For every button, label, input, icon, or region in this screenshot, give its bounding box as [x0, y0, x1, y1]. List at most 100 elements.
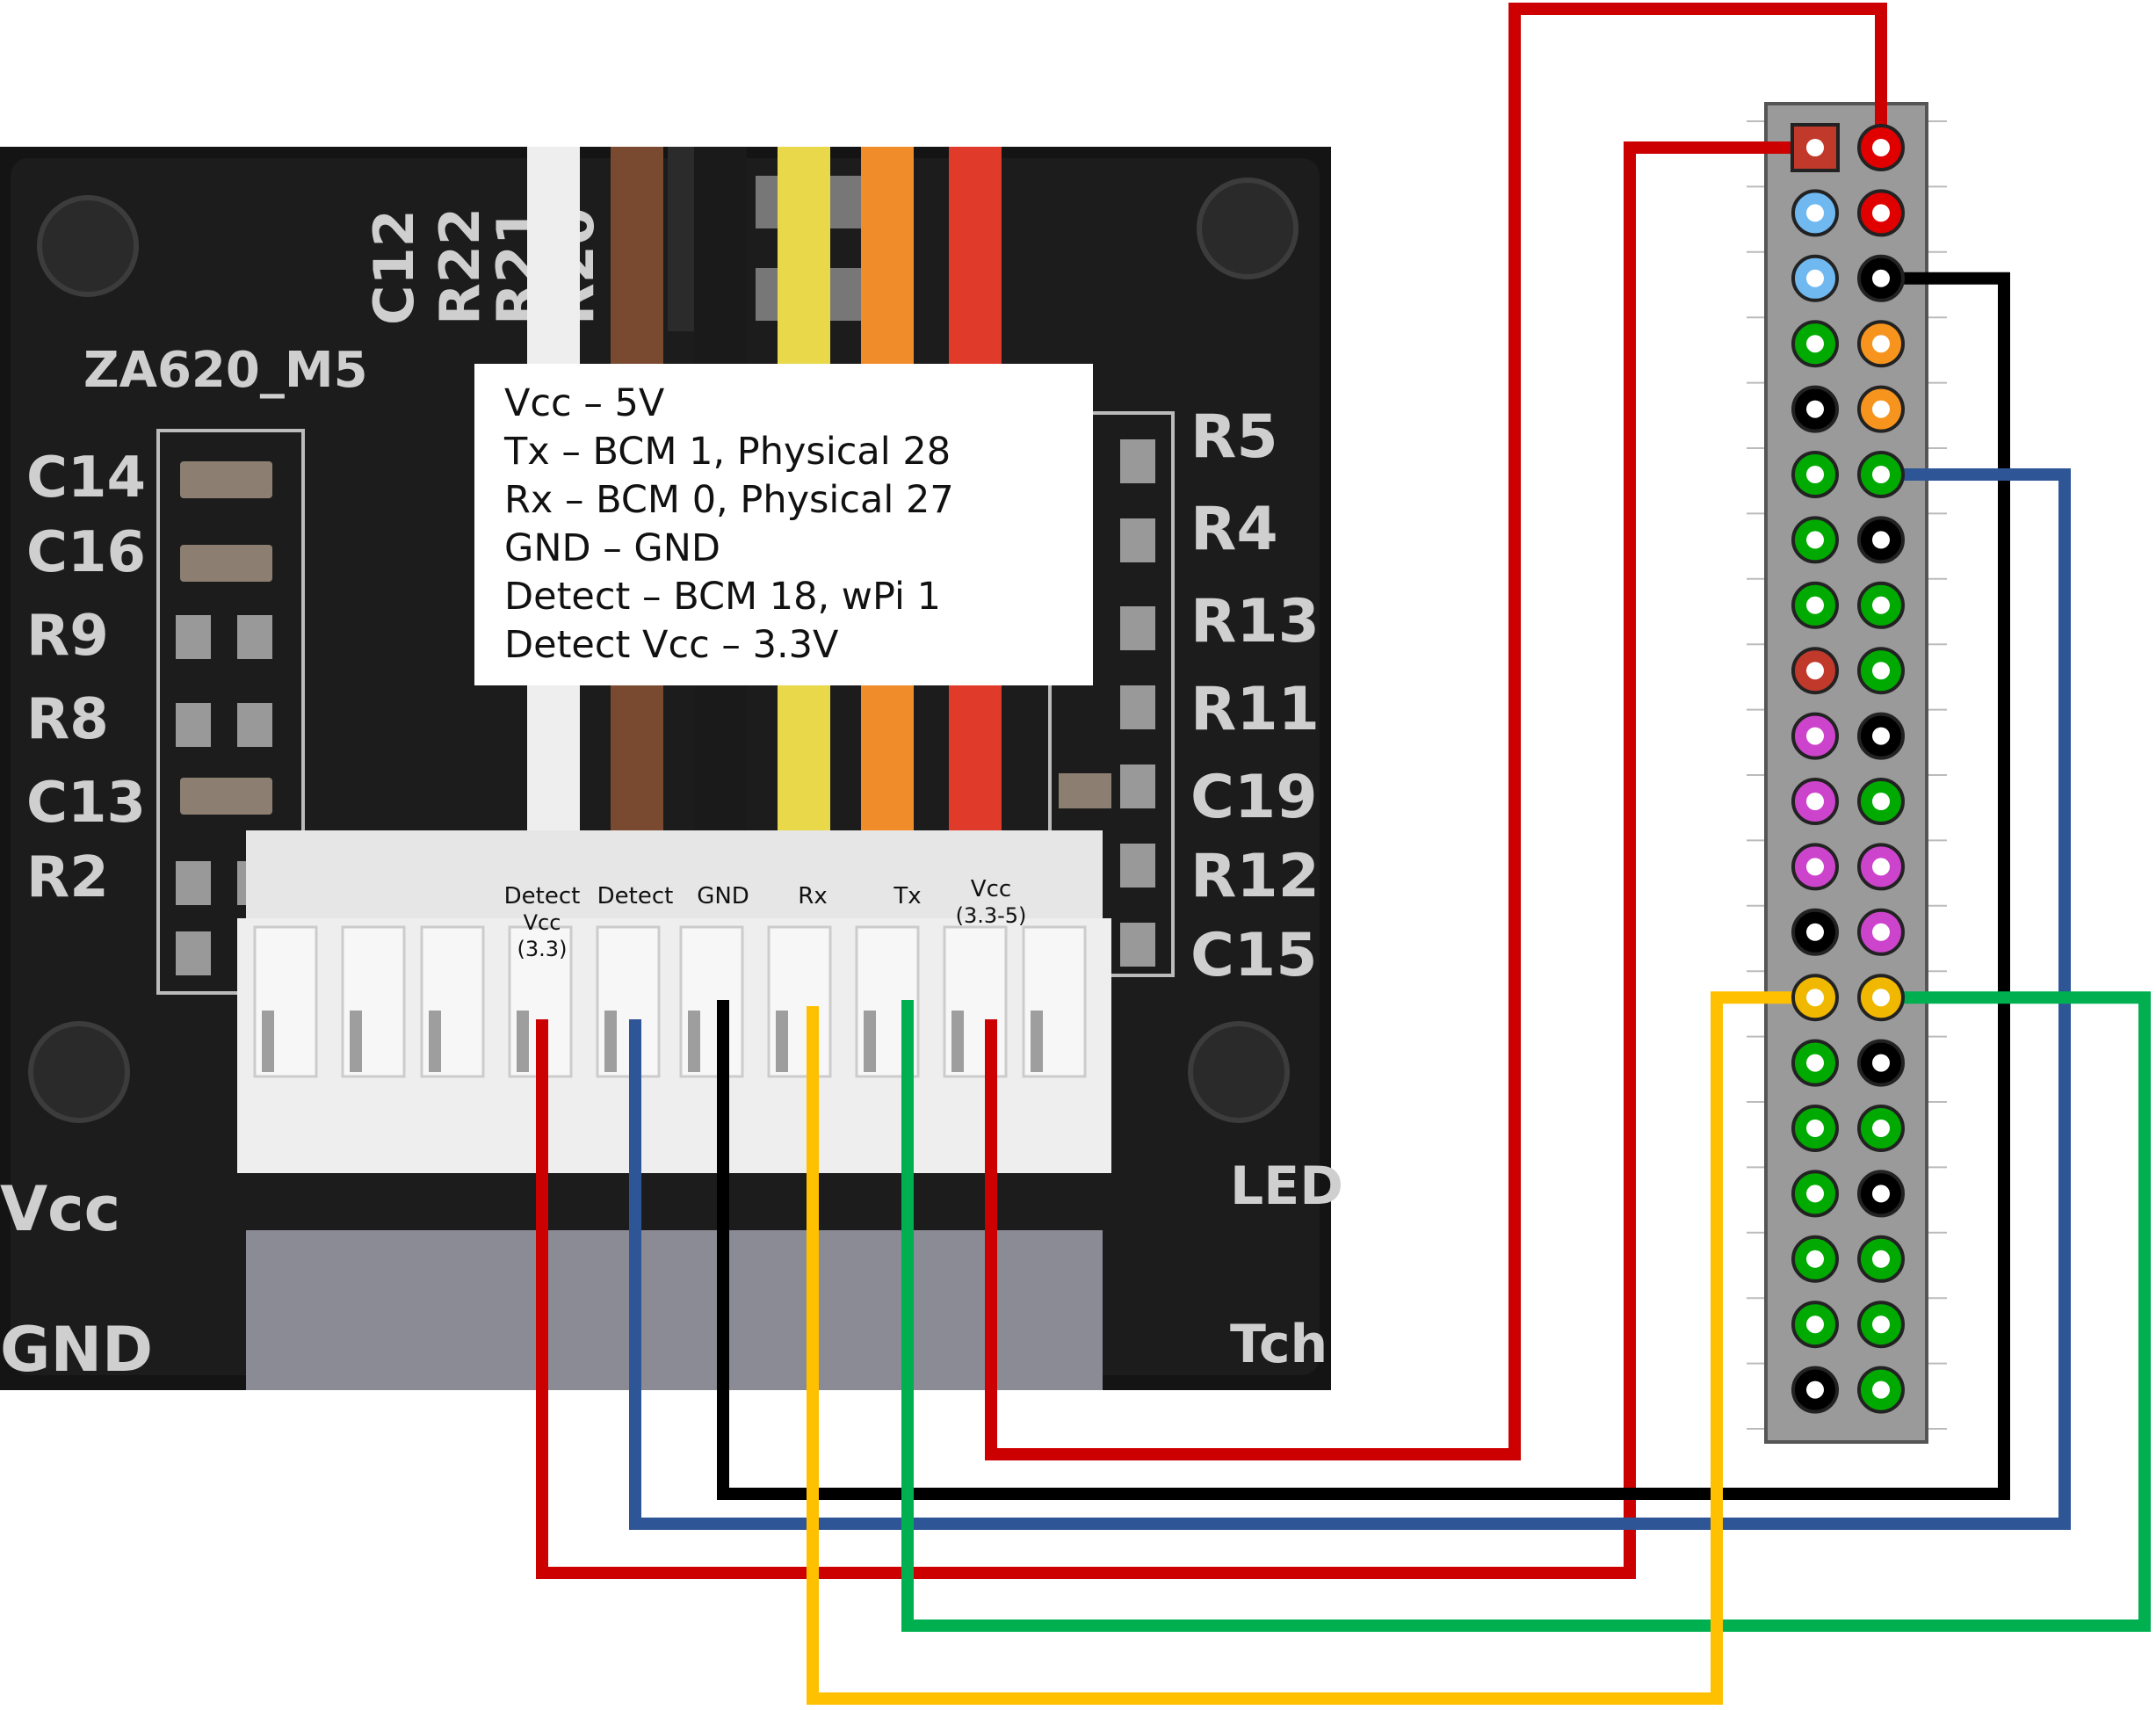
smd-pad — [176, 703, 211, 747]
silk-label: C13 — [26, 771, 146, 836]
connector-pin-label: Rx — [798, 883, 827, 909]
silk-label: R2 — [26, 845, 109, 910]
jst-pin-window — [262, 1011, 274, 1072]
note-line: Tx – BCM 1, Physical 28 — [504, 430, 951, 474]
note-line: Detect Vcc – 3.3V — [504, 623, 839, 667]
silk-label: R8 — [26, 687, 109, 752]
wire-detect — [629, 468, 2071, 1530]
smd-pad — [1120, 439, 1155, 483]
header-pin-hole — [1806, 269, 1824, 287]
header-pin-hole — [1872, 1380, 1890, 1399]
smd-pad — [1120, 923, 1155, 967]
header-pin-hole — [1806, 1054, 1824, 1072]
screw-bottom-right — [1188, 1021, 1290, 1123]
silk-label: C19 — [1190, 763, 1318, 832]
silk-label: C12 — [362, 209, 426, 325]
silk-label: C16 — [26, 520, 146, 585]
smd-pad — [1120, 844, 1155, 888]
gpio-header — [1747, 102, 1947, 1496]
smd-pad — [1120, 518, 1155, 562]
smd-pad — [176, 615, 211, 659]
note-line: Rx – BCM 0, Physical 27 — [504, 478, 954, 522]
smd-capacitor — [1059, 773, 1111, 808]
jst-pin-window — [688, 1011, 700, 1072]
header-pin-hole — [1806, 1250, 1824, 1268]
jst-pin-window — [951, 1011, 964, 1072]
silk-label: C14 — [26, 446, 146, 511]
smd-pad — [1120, 606, 1155, 650]
wire-gnd — [717, 272, 2010, 1500]
smd-pad — [237, 615, 272, 659]
silk-vcc: Vcc — [0, 1173, 120, 1245]
jst-pin-window — [1031, 1011, 1043, 1072]
header-pin-hole — [1806, 858, 1824, 876]
left-component-outline — [156, 429, 305, 995]
header-pin-hole — [1806, 727, 1824, 745]
header-pin-hole — [1872, 596, 1890, 614]
jst-pin-window — [776, 1011, 788, 1072]
header-pin-hole — [1806, 1185, 1824, 1203]
note-line: Detect – BCM 18, wPi 1 — [504, 575, 941, 619]
header-pin-hole — [1806, 1380, 1824, 1399]
header-pin-hole — [1872, 1315, 1890, 1334]
header-body — [1764, 102, 1928, 1444]
header-pin-hole — [1806, 531, 1824, 549]
note-line: Vcc – 5V — [504, 381, 665, 425]
header-pin-hole — [1872, 1054, 1890, 1072]
header-pin-hole — [1872, 531, 1890, 549]
pin-mapping-notes: Vcc – 5V Tx – BCM 1, Physical 28 Rx – BC… — [474, 364, 1093, 685]
header-pin-hole — [1806, 139, 1824, 156]
header-pin-hole — [1806, 1119, 1824, 1137]
connector-pin-label: Detect — [597, 883, 674, 909]
smd-pad — [1120, 685, 1155, 729]
jst-slot — [341, 925, 406, 1078]
smd-pad — [176, 861, 211, 905]
silk-label: C15 — [1190, 921, 1318, 990]
header-pin-hole — [1872, 1250, 1890, 1268]
header-pin-hole — [1872, 335, 1890, 353]
header-pin-hole — [1806, 204, 1824, 222]
jst-pin-window — [604, 1011, 617, 1072]
wire-detect-vcc — [536, 141, 1815, 1579]
header-pin-hole — [1872, 793, 1890, 810]
smd-capacitor — [180, 778, 272, 815]
header-pin-hole — [1872, 466, 1890, 483]
header-pin-hole — [1872, 1119, 1890, 1137]
header-pin-hole — [1872, 400, 1890, 418]
note-line: GND – GND — [504, 526, 721, 570]
header-pin-hole — [1806, 335, 1824, 353]
screw-top-right — [1197, 178, 1299, 279]
silk-name: ZA620_M5 — [83, 342, 368, 399]
header-pin-hole — [1806, 923, 1824, 941]
jst-pin-window — [517, 1011, 529, 1072]
header-pin-hole — [1806, 596, 1824, 614]
connector-pin-label: GND — [697, 883, 749, 909]
header-pin-hole — [1806, 662, 1824, 680]
header-pin-hole — [1872, 139, 1890, 156]
smd-capacitor — [180, 461, 272, 498]
header-pin-hole — [1872, 727, 1890, 745]
header-pin-hole — [1872, 1185, 1890, 1203]
silk-tch: Tch — [1230, 1314, 1328, 1375]
silk-gnd: GND — [0, 1314, 153, 1386]
smd-pad — [237, 703, 272, 747]
silk-label: R5 — [1190, 402, 1278, 472]
connector-pin-label: Tx — [893, 883, 921, 909]
header-pin-hole — [1872, 858, 1890, 876]
header-pin-hole — [1806, 400, 1824, 418]
header-pin-hole — [1806, 989, 1824, 1007]
silk-label: R9 — [26, 604, 109, 669]
header-pin-hole — [1872, 269, 1890, 287]
silk-label: R12 — [1190, 842, 1320, 911]
screw-bottom-left — [28, 1021, 130, 1123]
header-pin-hole — [1806, 466, 1824, 483]
smd-pad — [176, 931, 211, 975]
silk-label: R22 — [428, 207, 492, 325]
header-pin-hole — [1872, 923, 1890, 941]
smd-pad — [1120, 764, 1155, 808]
